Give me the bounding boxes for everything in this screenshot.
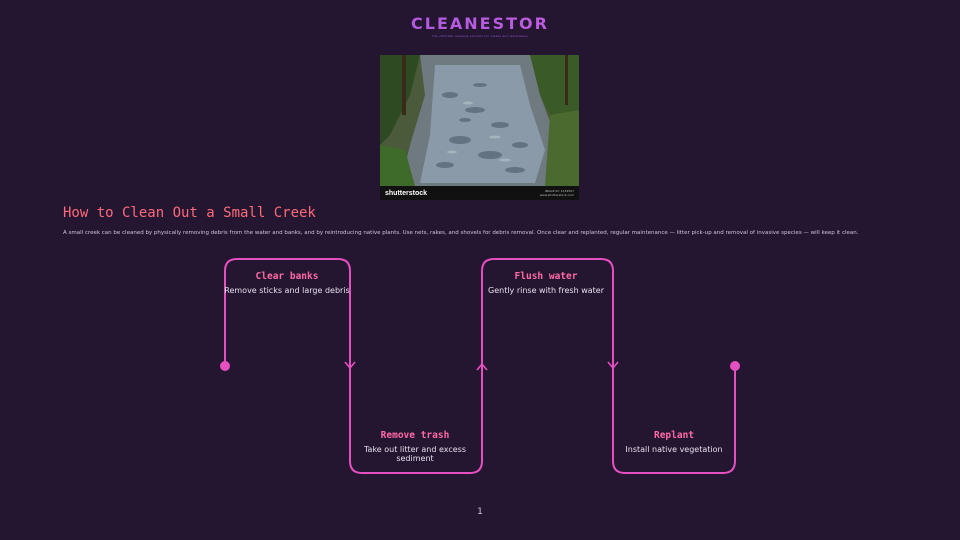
step-4-title: Replant — [653, 430, 695, 441]
step-1-desc: Remove sticks and large debris — [224, 286, 350, 295]
arrow-down-icon — [344, 361, 356, 370]
page-description: A small creek can be cleaned by physical… — [63, 230, 859, 236]
creek-image — [380, 55, 579, 200]
arrow-down-icon — [607, 361, 619, 370]
step-3-title: Flush water — [514, 271, 578, 282]
flow-start-dot — [220, 361, 230, 371]
flow-line — [224, 258, 736, 474]
photo-watermark-bar: shutterstock IMAGE ID: 1234567 www.shutt… — [380, 186, 579, 200]
brand-name: CLEANESTOR — [0, 14, 960, 33]
arrow-up-icon — [476, 362, 488, 371]
creek-photo: shutterstock IMAGE ID: 1234567 www.shutt… — [380, 55, 579, 200]
page-title: How to Clean Out a Small Creek — [63, 205, 316, 221]
step-2-title: Remove trash — [380, 430, 450, 441]
brand-tagline: the ultimate cleaning solution for creek… — [432, 34, 528, 38]
step-3-desc: Gently rinse with fresh water — [488, 286, 604, 295]
step-4-desc: Install native vegetation — [625, 445, 723, 454]
flow-end-dot — [730, 361, 740, 371]
step-1-title: Clear banks — [255, 271, 319, 282]
photo-watermark: shutterstock — [385, 189, 428, 197]
brand-logo: CLEANESTOR the ultimate cleaning solutio… — [0, 14, 960, 38]
step-2-desc: Take out litter and excess sediment — [363, 445, 467, 463]
page-number: 1 — [477, 507, 483, 517]
photo-meta: IMAGE ID: 1234567 www.shutterstock.com — [539, 189, 574, 197]
